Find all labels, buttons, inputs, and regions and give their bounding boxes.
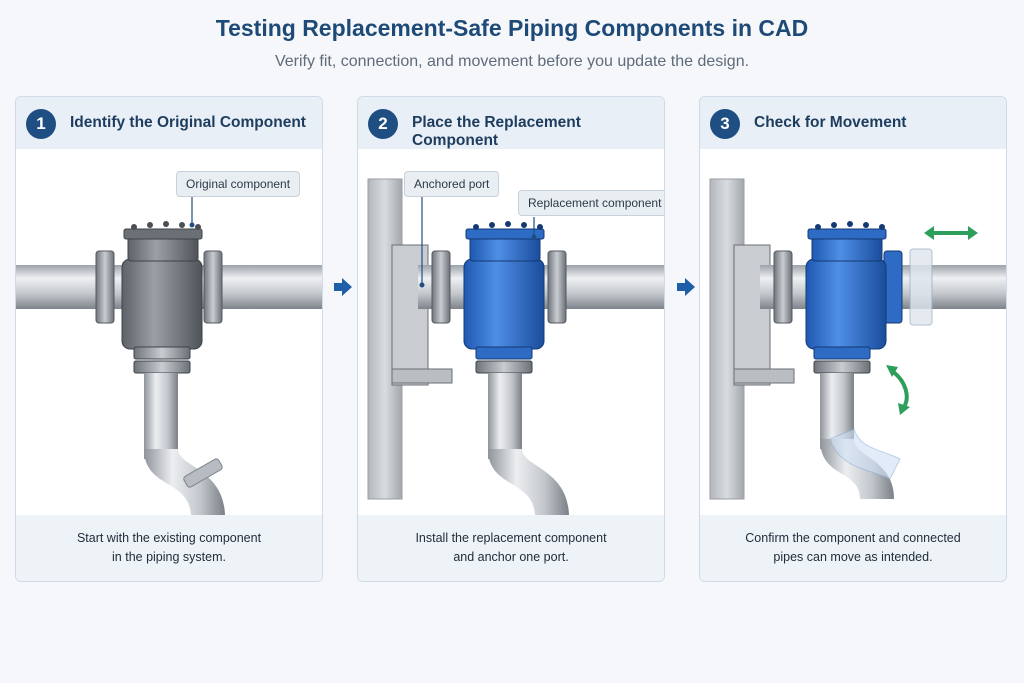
panel-title: Place the Replacement Component <box>412 114 581 149</box>
rotation-arrow-icon <box>886 365 910 415</box>
step-panel-2: 2 Place the Replacement Component An <box>357 96 665 582</box>
replacement-component-body <box>805 258 887 350</box>
ghost-elbow <box>829 428 901 480</box>
panel-title: Identify the Original Component <box>70 114 306 131</box>
branch-pipe <box>144 389 178 459</box>
original-component-illustration <box>16 195 322 517</box>
page-title: Testing Replacement-Safe Piping Componen… <box>215 15 809 41</box>
ghost-flange <box>909 248 933 326</box>
step-number-badge: 1 <box>26 109 56 139</box>
panel-caption-area: Confirm the component and connected pipe… <box>700 515 1006 581</box>
panel-caption: Install the replacement component and an… <box>415 531 607 564</box>
panel-header: 3 Check for Movement <box>700 97 1006 149</box>
panel-caption: Start with the existing component in the… <box>76 531 262 564</box>
movement-check-illustration <box>709 178 1006 500</box>
callout-replacement-component: Replacement component <box>518 190 664 216</box>
step-panel-1: 1 Identify the Original Component Origin… <box>15 96 323 582</box>
panel-caption-area: Start with the existing component in the… <box>16 515 322 581</box>
step-arrow-icon <box>334 278 352 296</box>
replacement-component-illustration <box>367 178 664 517</box>
step-number-badge: 3 <box>710 109 740 139</box>
step-panel-3: 3 Check for Movement <box>699 96 1007 582</box>
panel-caption: Confirm the component and connected pipe… <box>745 531 961 564</box>
right-flange <box>203 250 223 324</box>
anchored-port-flange <box>431 250 451 324</box>
replacement-component-body <box>463 258 545 350</box>
panel-header: 2 Place the Replacement Component <box>358 97 664 149</box>
horizontal-movement-arrow-icon <box>924 226 978 240</box>
original-component-body <box>121 258 203 350</box>
callout-original-component: Original component <box>176 171 301 197</box>
callout-anchored-port: Anchored port <box>404 171 500 197</box>
step-arrow-icon <box>677 278 695 296</box>
left-flange <box>95 250 115 324</box>
step-number-badge: 2 <box>368 109 398 139</box>
page-subtitle: Verify fit, connection, and movement bef… <box>274 53 750 70</box>
panel-caption-area: Install the replacement component and an… <box>358 515 664 581</box>
panel-title: Check for Movement <box>754 114 907 131</box>
elbow-pipe <box>144 449 225 517</box>
elbow-collar <box>183 458 223 488</box>
panel-header: 1 Identify the Original Component <box>16 97 322 149</box>
